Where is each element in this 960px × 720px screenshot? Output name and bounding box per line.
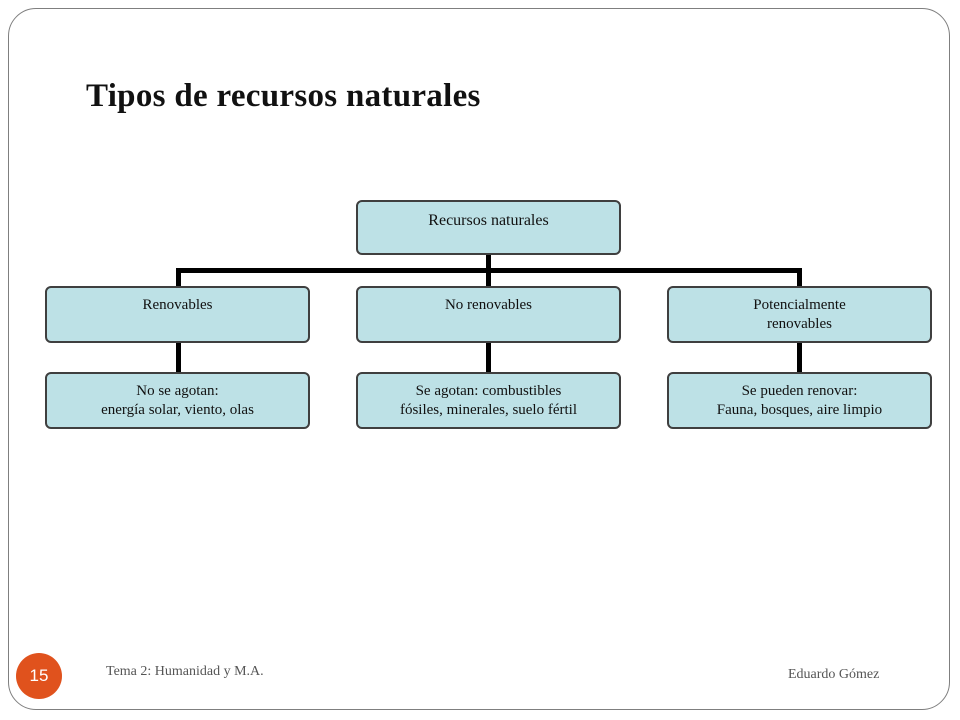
node-root-label: Recursos naturales bbox=[428, 212, 549, 229]
node-no-renovables-label: No renovables bbox=[444, 297, 533, 313]
footer-author: Eduardo Gómez bbox=[788, 667, 880, 682]
connector-right-detail bbox=[797, 341, 802, 374]
node-renovables-detail: No se agotan: energía solar, viento, ola… bbox=[45, 372, 310, 429]
node-potencialmente-detail: Se pueden renovar: Fauna, bosques, aire … bbox=[667, 372, 932, 429]
node-potencialmente-label: Potencialmente renovables bbox=[753, 297, 846, 332]
connector-right-down bbox=[797, 268, 802, 288]
connector-middle-detail bbox=[486, 341, 491, 374]
connector-root-down bbox=[486, 253, 491, 269]
node-no-renovables-detail: Se agotan: combustibles fósiles, mineral… bbox=[356, 372, 621, 429]
footer-topic: Tema 2: Humanidad y M.A. bbox=[106, 664, 264, 679]
node-renovables: Renovables bbox=[45, 286, 310, 343]
node-potencialmente-renovables: Potencialmente renovables bbox=[667, 286, 932, 343]
connector-middle-down bbox=[486, 268, 491, 288]
connector-left-detail bbox=[176, 341, 181, 374]
node-no-renovables: No renovables bbox=[356, 286, 621, 343]
node-renovables-label: Renovables bbox=[142, 297, 213, 313]
page-number-badge: 15 bbox=[16, 653, 62, 699]
node-root: Recursos naturales bbox=[356, 200, 621, 255]
node-renovables-detail-text: No se agotan: energía solar, viento, ola… bbox=[101, 383, 254, 418]
slide bbox=[8, 8, 950, 710]
page-title: Tipos de recursos naturales bbox=[86, 78, 481, 114]
connector-left-down bbox=[176, 268, 181, 288]
node-potencialmente-detail-text: Se pueden renovar: Fauna, bosques, aire … bbox=[716, 383, 883, 418]
node-no-renovables-detail-text: Se agotan: combustibles fósiles, mineral… bbox=[399, 383, 578, 418]
